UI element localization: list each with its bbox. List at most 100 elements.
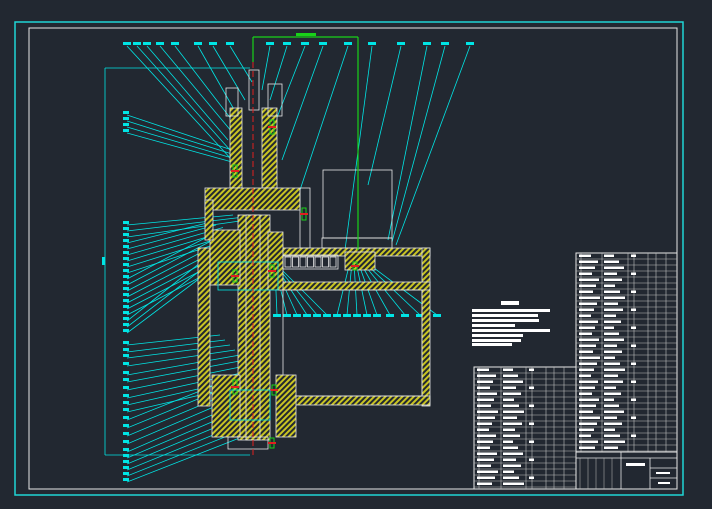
leader-line bbox=[367, 45, 402, 186]
table-cell-text bbox=[477, 428, 489, 431]
callout-number bbox=[123, 440, 129, 443]
callout-number bbox=[123, 311, 129, 314]
table-cell-text bbox=[604, 260, 619, 263]
cylinder-left bbox=[225, 87, 239, 117]
callout-number bbox=[123, 221, 129, 224]
bolt-marker bbox=[268, 126, 276, 128]
leader-line bbox=[126, 344, 231, 359]
table-cell-text bbox=[579, 326, 595, 329]
table-cell-text bbox=[579, 362, 597, 365]
callout-number bbox=[313, 314, 321, 317]
gear-detail bbox=[217, 261, 279, 291]
leader-line bbox=[126, 239, 214, 286]
scale-text bbox=[658, 482, 670, 484]
callout-number bbox=[433, 314, 441, 317]
callout-number bbox=[123, 263, 129, 266]
callout-number bbox=[416, 314, 424, 317]
belt-tooth bbox=[292, 256, 299, 268]
callout-number bbox=[123, 472, 129, 475]
side-bracket bbox=[204, 199, 214, 241]
table-cell-text bbox=[631, 290, 636, 293]
leader-line bbox=[146, 45, 229, 141]
table-cell-text bbox=[477, 464, 491, 467]
table-cell-text bbox=[579, 278, 599, 281]
belt-tray bbox=[282, 254, 339, 270]
table-cell-text bbox=[604, 434, 620, 437]
leader-lines bbox=[105, 42, 474, 483]
callout-number bbox=[123, 354, 129, 357]
technical-notes-block bbox=[472, 301, 550, 346]
bolt-marker bbox=[268, 270, 276, 272]
callout-number bbox=[273, 314, 281, 317]
table-cell-text bbox=[503, 374, 518, 377]
table-cell-text bbox=[631, 254, 636, 257]
table-cell-text bbox=[579, 428, 594, 431]
callout-number bbox=[368, 42, 376, 45]
leader-line bbox=[395, 45, 471, 246]
frame-opening bbox=[282, 289, 423, 397]
table-cell-text bbox=[503, 398, 514, 401]
leader-line bbox=[229, 45, 253, 83]
motor-base bbox=[321, 237, 393, 249]
table-cell-text bbox=[604, 308, 623, 311]
table-cell-text bbox=[604, 320, 621, 323]
bolt-marker bbox=[231, 275, 239, 277]
table-cell-text bbox=[477, 398, 494, 401]
leader-line bbox=[126, 222, 210, 244]
pulley-block bbox=[344, 251, 376, 271]
table-cell-text bbox=[604, 422, 622, 425]
frame-bottom-beam bbox=[289, 395, 431, 406]
callout-number bbox=[123, 362, 129, 365]
callout-number bbox=[293, 314, 301, 317]
dimension-text bbox=[296, 33, 316, 36]
callout-number bbox=[209, 42, 217, 45]
table-cell-text bbox=[579, 314, 591, 317]
table-cell-text bbox=[529, 368, 534, 371]
callout-number bbox=[363, 314, 371, 317]
table-cell-text bbox=[631, 398, 636, 401]
notes-heading bbox=[501, 301, 519, 305]
callout-number bbox=[283, 314, 291, 317]
table-cell-text bbox=[503, 476, 519, 479]
table-cell-text bbox=[529, 458, 534, 461]
bolt-marker bbox=[300, 213, 308, 215]
callout-number bbox=[123, 432, 129, 435]
table-cell-text bbox=[579, 446, 595, 449]
callout-number bbox=[156, 42, 164, 45]
table-cell-text bbox=[503, 368, 513, 371]
bolt-marker bbox=[231, 386, 239, 388]
table-cell-text bbox=[529, 476, 534, 479]
assembly-section-view bbox=[197, 62, 431, 458]
bottom-detail bbox=[229, 389, 271, 421]
table-cell-text bbox=[503, 440, 513, 443]
table-cell-text bbox=[503, 434, 520, 437]
frame-left-wall bbox=[197, 247, 211, 407]
table-cell-text bbox=[604, 416, 617, 419]
leader-line bbox=[261, 45, 271, 91]
callout-number bbox=[123, 129, 129, 132]
belt-tooth bbox=[307, 256, 314, 268]
callout-number bbox=[283, 42, 291, 45]
table-cell-text bbox=[604, 338, 624, 341]
table-cell-text bbox=[604, 296, 625, 299]
table-cell-text bbox=[604, 398, 614, 401]
callout-number bbox=[123, 287, 129, 290]
callout-number bbox=[133, 42, 141, 45]
notes-line bbox=[472, 329, 550, 332]
table-cell-text bbox=[631, 326, 636, 329]
table-cell-text bbox=[579, 266, 595, 269]
callout-number bbox=[123, 317, 129, 320]
table-cell-text bbox=[579, 398, 599, 401]
callout-number bbox=[123, 460, 129, 463]
cylinder-right bbox=[267, 83, 283, 117]
lower-column bbox=[237, 214, 271, 441]
table-cell-text bbox=[631, 362, 636, 365]
table-cell-text bbox=[477, 458, 494, 461]
callout-number bbox=[466, 42, 474, 45]
leader-line bbox=[126, 217, 241, 232]
callout-number bbox=[323, 314, 331, 317]
table-cell-text bbox=[529, 386, 534, 389]
callout-number bbox=[123, 341, 129, 344]
callout-number bbox=[344, 42, 352, 45]
table-cell-text bbox=[579, 302, 597, 305]
